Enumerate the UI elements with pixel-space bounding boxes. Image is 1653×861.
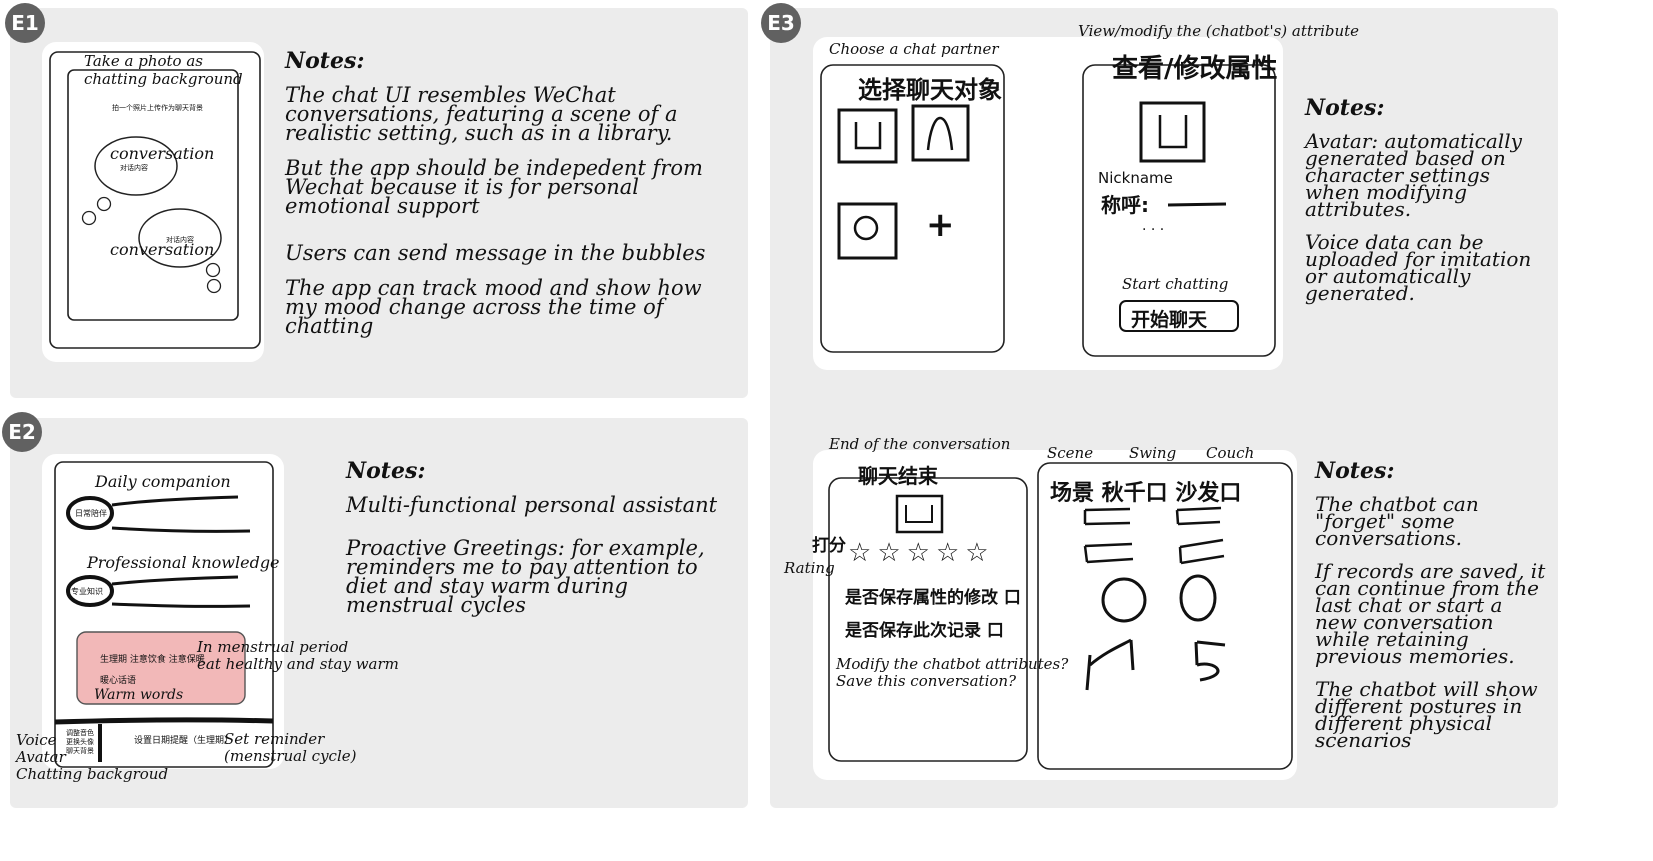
- e2-bottom-cn-2: 更换头像: [66, 738, 94, 746]
- e3-swing-label: Swing: [1129, 444, 1177, 462]
- e3-rating-stars: ☆☆☆☆☆: [848, 538, 989, 568]
- badge-e3: E3: [761, 3, 801, 43]
- e3-save-cn: 是否保存此次记录 口: [845, 621, 1004, 641]
- e3-end-label: End of the conversation: [829, 435, 1011, 453]
- e3-end-cn: 聊天结束: [858, 464, 938, 488]
- e2-notes: Notes: Multi-functional personal assista…: [346, 458, 736, 631]
- e3-bottom-note-1: The chatbot can "forget" some conversati…: [1315, 492, 1479, 550]
- e1-note-1: The chat UI resembles WeChat conversatio…: [285, 83, 678, 145]
- e2-bottom-cn-reminder: 设置日期提醒（生理期）: [134, 736, 234, 746]
- e2-note-1: Multi-functional personal assistant: [346, 493, 718, 517]
- e3-plus: +: [926, 205, 955, 245]
- e3-couch-label: Couch: [1206, 444, 1255, 462]
- e2-pink-cn-warm: 暖心话语: [100, 676, 137, 686]
- badge-e1: E1: [5, 3, 45, 43]
- e2-pink-en-line1: In menstrual period: [197, 638, 349, 656]
- star-5-icon[interactable]: ☆: [965, 538, 989, 568]
- e3-ellipsis: · · ·: [1142, 222, 1165, 238]
- e1-annotation-line1: Take a photo as: [84, 52, 203, 70]
- e3-rating-label: Rating: [784, 559, 835, 577]
- e3-view-cn: 查看/修改属性: [1112, 54, 1278, 84]
- sketch-card-e1: [42, 42, 264, 362]
- star-4-icon[interactable]: ☆: [935, 538, 960, 568]
- e1-note-2: But the app should be indepedent from We…: [285, 156, 703, 218]
- e1-bubble1-cn: 对话内容: [120, 164, 148, 172]
- e2-daily-label: Daily companion: [95, 472, 231, 491]
- e2-pro-label: Professional knowledge: [87, 553, 280, 572]
- e1-notes: Notes: The chat UI resembles WeChat conv…: [285, 48, 735, 352]
- e3-nickname-cn: 称呼:: [1101, 193, 1149, 217]
- e3-choose-cn: 选择聊天对象: [858, 76, 1002, 104]
- e3-top-notes-heading: Notes:: [1305, 95, 1385, 121]
- e1-annotation-line2: chatting background: [84, 70, 243, 88]
- e2-reminder-line2: (menstrual cycle): [224, 747, 357, 765]
- star-1-icon[interactable]: ☆: [848, 538, 872, 568]
- e3-modify-cn: 是否保存属性的修改 口: [845, 588, 1021, 608]
- e3-top-note-2: Voice data can be uploaded for imitation…: [1305, 230, 1532, 305]
- e2-pink-cn-tags: 生理期 注意饮食 注意保暖: [100, 655, 205, 665]
- e3-question1: Modify the chatbot attributes?: [836, 655, 1069, 673]
- e3-nickname-label: Nickname: [1098, 169, 1173, 187]
- e1-bubble2-label: conversation: [110, 240, 215, 259]
- e1-bubble1-label: conversation: [110, 144, 215, 163]
- e2-reminder-line1: Set reminder: [224, 730, 325, 748]
- e2-pro-cn: 专业知识: [71, 587, 103, 596]
- sketch-card-e2: [42, 454, 284, 769]
- e2-bottom-cn-1: 调整音色: [66, 729, 94, 737]
- e2-note-2: Proactive Greetings: for example, remind…: [346, 536, 705, 617]
- e3-start-button[interactable]: 开始聊天: [1131, 309, 1208, 331]
- e3-bottom-notes-heading: Notes:: [1315, 458, 1395, 484]
- e3-rating-cn: 打分: [812, 536, 846, 556]
- e2-bottom-cn-3: 聊天背景: [66, 747, 94, 755]
- e3-scene-cn: 场景 秋千口 沙发口: [1050, 481, 1242, 506]
- star-2-icon[interactable]: ☆: [877, 538, 901, 568]
- e2-notes-heading: Notes:: [346, 458, 426, 484]
- e2-voice-label: Voice: [16, 731, 57, 749]
- e1-cn-header: 拍一个照片上传作为聊天背景: [112, 104, 203, 112]
- star-3-icon[interactable]: ☆: [906, 538, 930, 568]
- e3-scene-label: Scene: [1047, 444, 1094, 462]
- e2-daily-cn: 日常陪伴: [75, 509, 107, 518]
- e3-choose-label: Choose a chat partner: [829, 40, 999, 58]
- e3-start-label: Start chatting: [1122, 275, 1229, 293]
- e2-pink-en-line2: eat healthy and stay warm: [197, 655, 399, 673]
- e3-bottom-note-3: The chatbot will show different postures…: [1315, 677, 1538, 752]
- e2-chat-bg-label: Chatting backgroud: [16, 765, 169, 783]
- e2-warm-words: Warm words: [94, 687, 184, 703]
- e3-bottom-note-2: If records are saved, it can continue fr…: [1315, 559, 1546, 668]
- e3-top-note-1: Avatar: automatically generated based on…: [1305, 129, 1522, 221]
- e3-view-label: View/modify the (chatbot's) attribute: [1078, 22, 1360, 40]
- e3-question2: Save this conversation?: [836, 672, 1017, 690]
- e1-notes-heading: Notes:: [285, 48, 365, 74]
- e2-avatar-label: Avatar: [16, 748, 66, 766]
- e3-bottom-notes: Notes: The chatbot can "forget" some con…: [1315, 458, 1550, 765]
- e1-note-3: Users can send message in the bubbles: [285, 241, 706, 265]
- badge-e2: E2: [2, 412, 42, 452]
- e1-bubble2-cn: 对话内容: [166, 236, 194, 244]
- e1-note-4: The app can track mood and show how my m…: [285, 276, 702, 338]
- e3-top-notes: Notes: Avatar: automatically generated b…: [1305, 95, 1545, 318]
